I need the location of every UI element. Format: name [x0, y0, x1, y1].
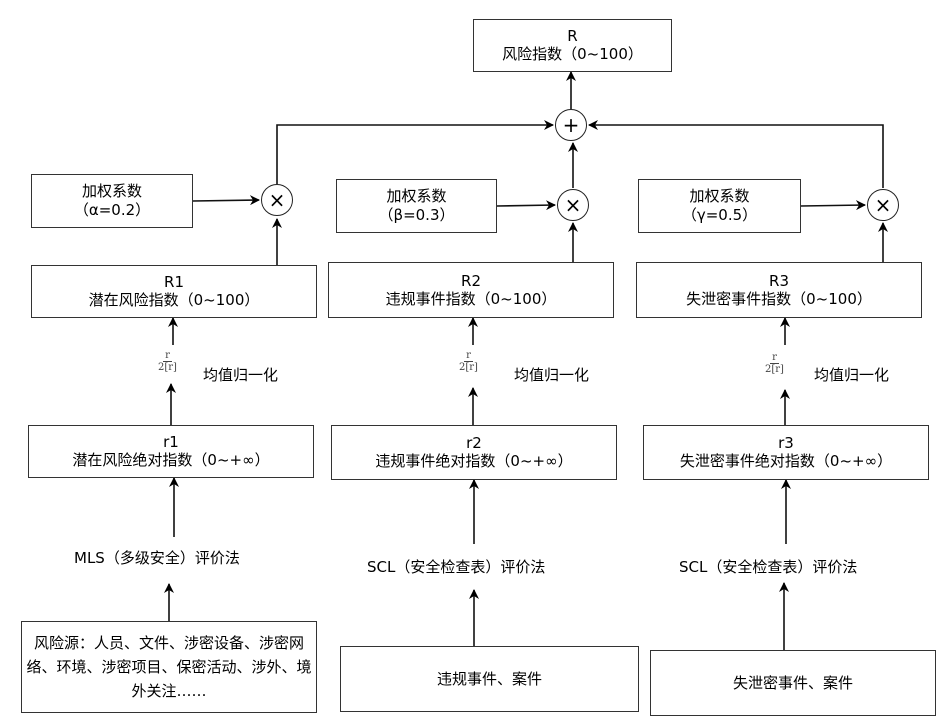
- normalized-index-box-1: R1 潜在风险指数（0~100）: [31, 265, 317, 318]
- weight-box-3: 加权系数 （γ=0.5）: [638, 179, 801, 233]
- normalized-subtitle: 违规事件指数（0~100）: [385, 289, 557, 308]
- event-source-box-2: 违规事件、案件: [340, 646, 639, 712]
- normalized-title: R2: [461, 271, 481, 290]
- weight-label: 加权系数: [689, 187, 750, 205]
- multiply-operator-2: ×: [557, 189, 589, 221]
- weight-label: 加权系数: [81, 182, 142, 200]
- formula-denominator: 2[r]: [158, 362, 177, 373]
- event-source-text: 违规事件、案件: [436, 669, 542, 688]
- formula-numerator: r: [163, 350, 172, 362]
- multiply-operator-3: ×: [867, 189, 899, 221]
- result-title: R: [567, 27, 578, 45]
- normalization-formula-3: r 2[r]: [765, 352, 784, 375]
- formula-numerator: r: [464, 350, 473, 362]
- normalized-index-box-3: R3 失泄密事件指数（0~100）: [636, 262, 922, 318]
- absolute-subtitle: 失泄密事件绝对指数（0~+∞）: [679, 452, 893, 470]
- event-source-text: 失泄密事件、案件: [732, 673, 853, 692]
- normalized-title: R1: [164, 273, 184, 291]
- evaluation-method-2: SCL（安全检查表）评价法: [367, 558, 546, 576]
- absolute-title: r1: [163, 433, 179, 451]
- arrow-mult3-to-sum: [588, 120, 884, 188]
- normalization-formula-1: r 2[r]: [158, 350, 177, 373]
- multiply-operator-1: ×: [261, 184, 293, 216]
- normalization-label-2: 均值归一化: [514, 366, 590, 384]
- result-subtitle: 风险指数（0~100）: [502, 45, 643, 63]
- times-icon: ×: [564, 193, 582, 217]
- absolute-index-box-2: r2 违规事件绝对指数（0~+∞）: [331, 425, 617, 480]
- absolute-index-box-1: r1 潜在风险绝对指数（0~+∞）: [28, 425, 314, 478]
- evaluation-method-3: SCL（安全检查表）评价法: [679, 558, 858, 576]
- event-source-box-3: 失泄密事件、案件: [650, 650, 936, 716]
- sum-operator: +: [555, 109, 587, 141]
- absolute-index-box-3: r3 失泄密事件绝对指数（0~+∞）: [643, 425, 929, 480]
- weight-value: （α=0.2）: [73, 201, 151, 219]
- risk-source-box-1: 风险源：人员、文件、涉密设备、涉密网络、环境、涉密项目、保密活动、涉外、境外关注…: [21, 621, 317, 713]
- normalization-label-3: 均值归一化: [814, 366, 890, 384]
- weight-label: 加权系数: [386, 187, 447, 205]
- evaluation-method-1: MLS（多级安全）评价法: [74, 549, 240, 567]
- arrow-weight1-to-mult1: [192, 195, 260, 206]
- normalized-index-box-2: R2 违规事件指数（0~100）: [328, 262, 614, 318]
- absolute-title: r3: [778, 434, 794, 452]
- plus-icon: +: [562, 113, 580, 137]
- absolute-title: r2: [466, 434, 482, 452]
- weight-box-1: 加权系数 （α=0.2）: [31, 174, 193, 228]
- arrow-mult1-to-sum: [276, 120, 554, 184]
- normalization-formula-2: r 2[r]: [459, 350, 478, 373]
- result-box: R 风险指数（0~100）: [473, 19, 672, 72]
- times-icon: ×: [268, 188, 286, 212]
- arrow-weight2-to-mult2: [496, 200, 556, 211]
- weight-value: （γ=0.5）: [681, 206, 758, 224]
- times-icon: ×: [874, 193, 892, 217]
- weight-box-2: 加权系数 （β=0.3）: [336, 179, 497, 233]
- formula-denominator: 2[r]: [765, 364, 784, 375]
- formula-numerator: r: [770, 352, 779, 364]
- formula-denominator: 2[r]: [459, 362, 478, 373]
- risk-source-text: 风险源：人员、文件、涉密设备、涉密网络、环境、涉密项目、保密活动、涉外、境外关注…: [26, 634, 312, 700]
- normalized-title: R3: [769, 271, 789, 290]
- absolute-subtitle: 潜在风险绝对指数（0~+∞）: [72, 451, 270, 469]
- absolute-subtitle: 违规事件绝对指数（0~+∞）: [375, 452, 573, 470]
- normalized-subtitle: 潜在风险指数（0~100）: [88, 291, 260, 309]
- normalization-label-1: 均值归一化: [203, 366, 279, 384]
- normalized-subtitle: 失泄密事件指数（0~100）: [686, 289, 872, 308]
- arrow-weight3-to-mult3: [800, 200, 866, 211]
- weight-value: （β=0.3）: [378, 206, 455, 224]
